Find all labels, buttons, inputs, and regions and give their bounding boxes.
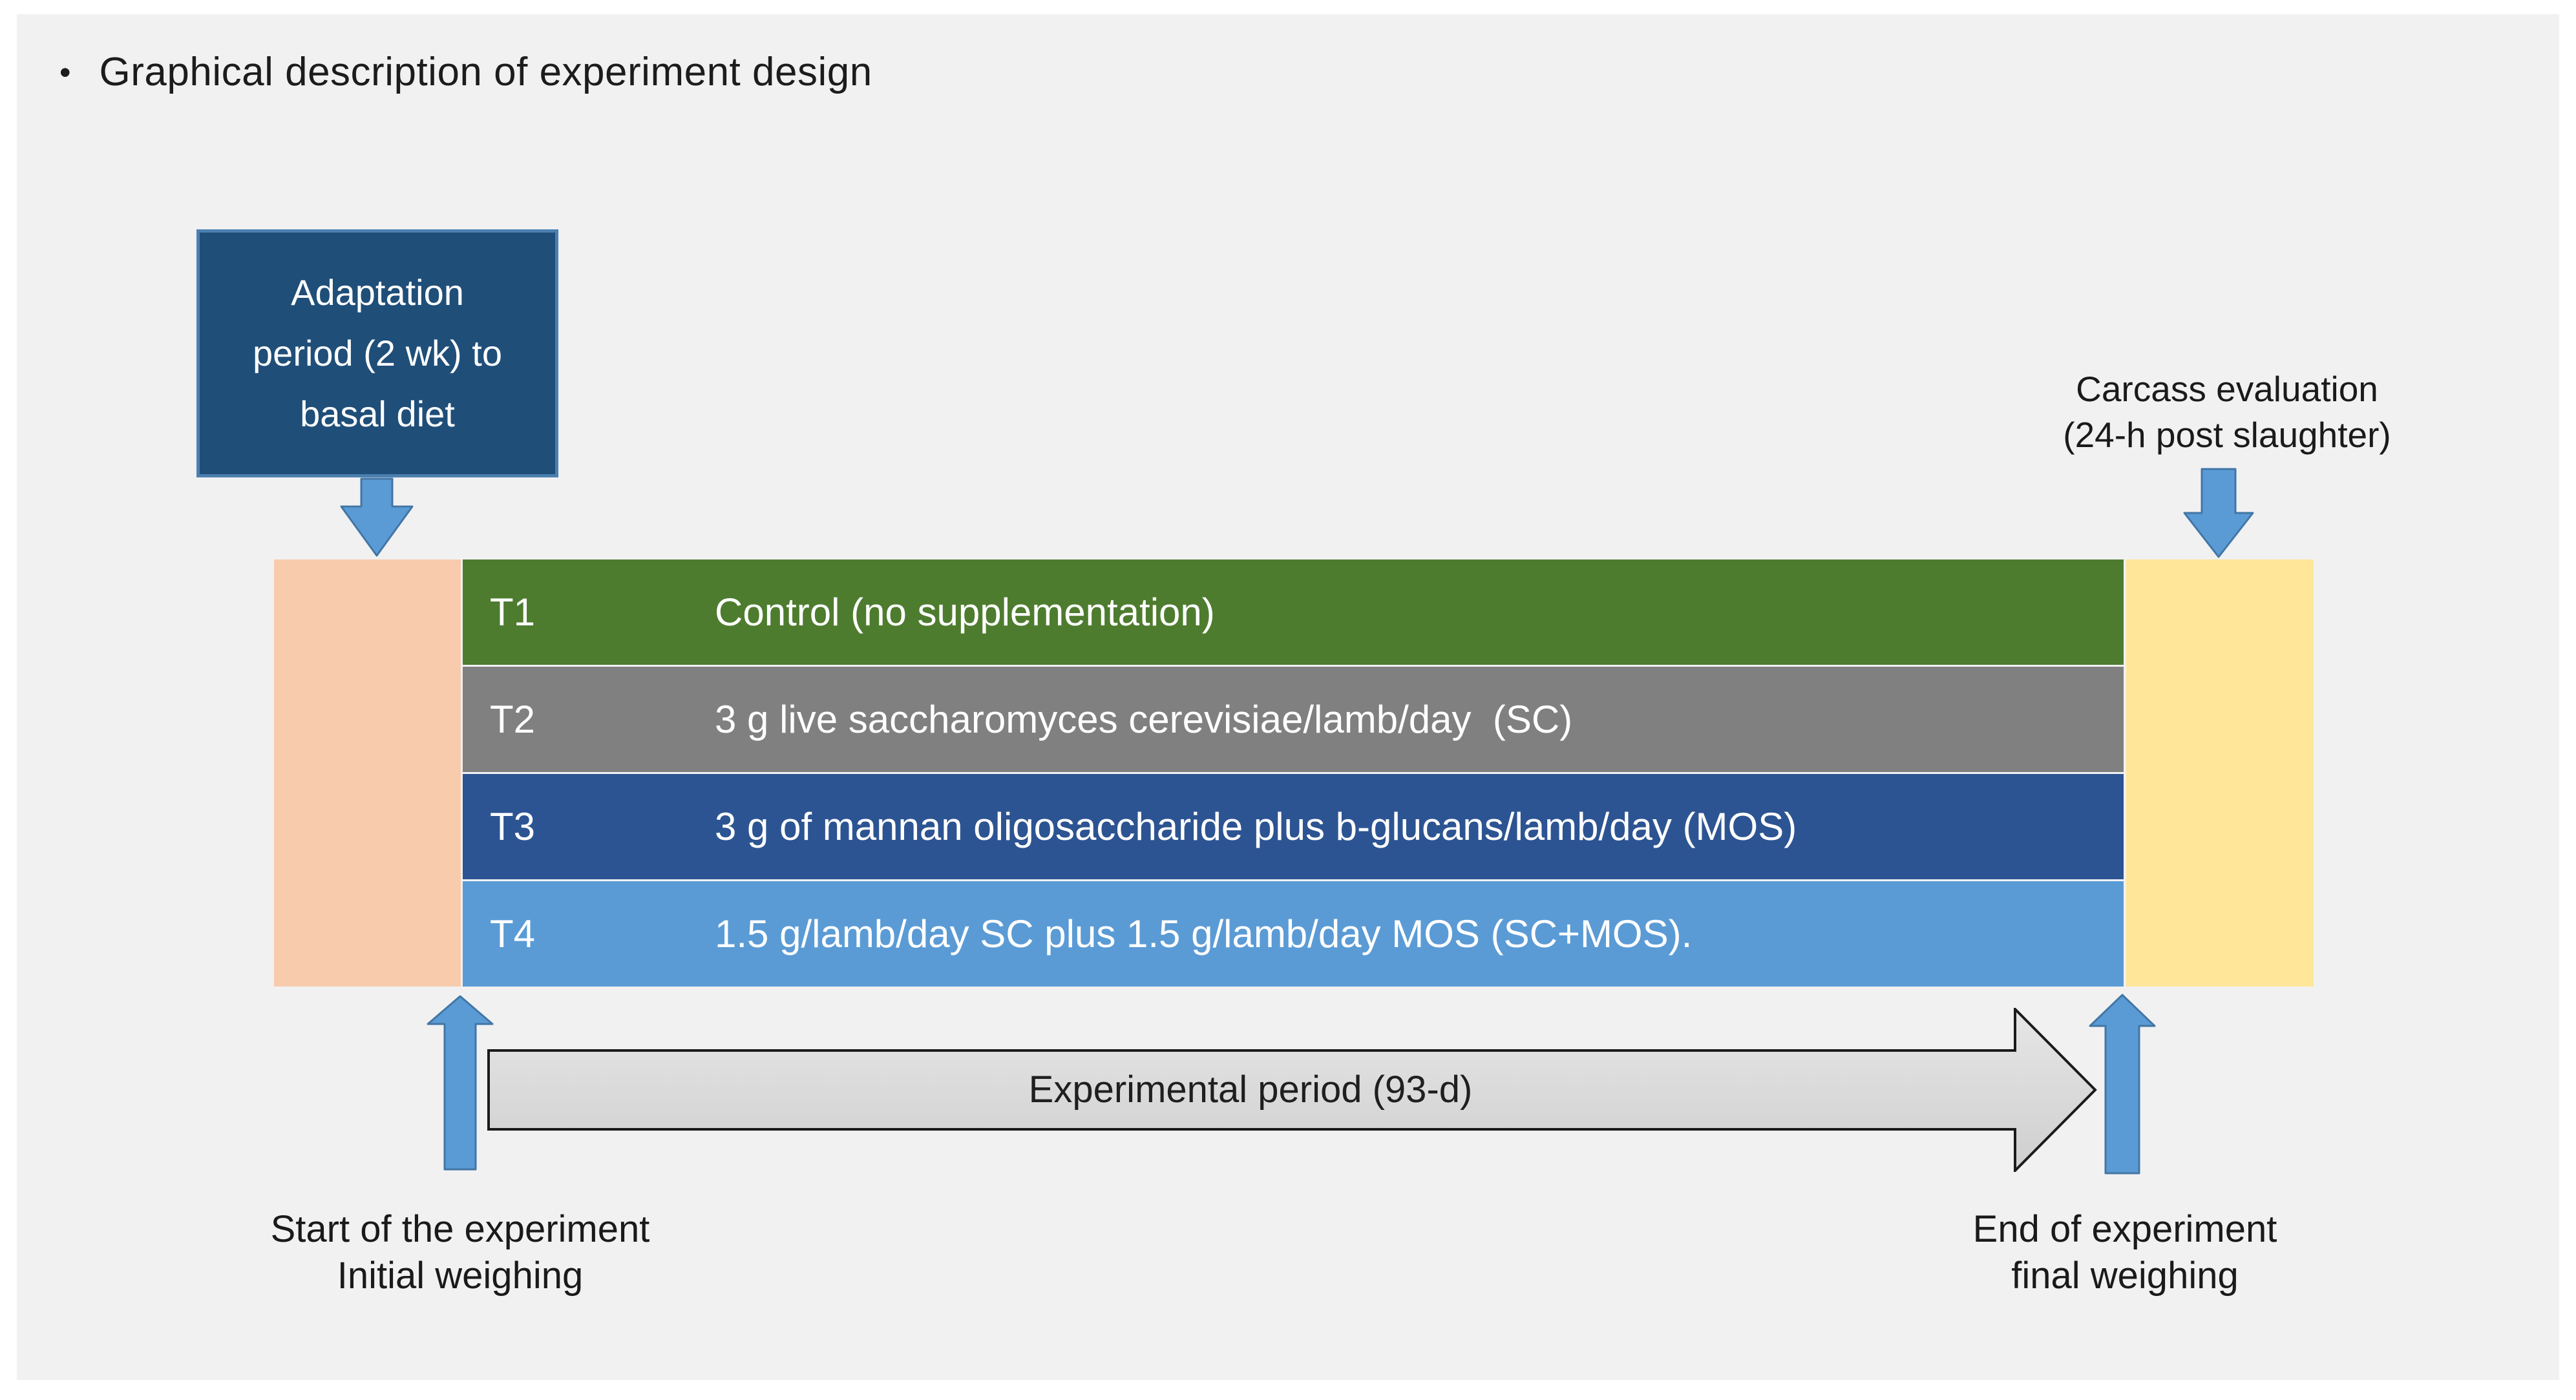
treatment-bars: T1 Control (no supplementation) T2 3 g l… — [463, 559, 2124, 987]
treatment-description: Control (no supplementation) — [715, 590, 1215, 634]
experimental-period-arrow-icon — [487, 1008, 2097, 1172]
treatment-label: T2 — [490, 698, 536, 741]
treatment-description: 3 g live saccharomyces cerevisiae/lamb/d… — [715, 698, 1573, 741]
carcass-evaluation-column — [2126, 559, 2314, 987]
treatment-row-t4: T4 1.5 g/lamb/day SC plus 1.5 g/lamb/day… — [463, 881, 2124, 987]
end-of-experiment-label: End of experiment final weighing — [1972, 1208, 2277, 1297]
start-up-arrow-icon — [427, 995, 494, 1171]
bullet-icon: • — [59, 54, 71, 90]
carcass-evaluation-label: Carcass evaluation (24-h post slaughter) — [2063, 369, 2391, 455]
adaptation-period-box: Adaptation period (2 wk) to basal diet — [196, 229, 558, 477]
treatment-label: T4 — [490, 912, 536, 956]
treatment-row-t3: T3 3 g of mannan oligosaccharide plus b-… — [463, 774, 2124, 879]
treatment-description: 3 g of mannan oligosaccharide plus b-glu… — [715, 805, 1797, 848]
start-of-experiment-label: Start of the experiment Initial weighing — [270, 1208, 650, 1297]
end-up-arrow-icon — [2089, 994, 2156, 1175]
adaptation-period-text: Adaptation period (2 wk) to basal diet — [253, 272, 502, 434]
carcass-down-arrow-icon — [2183, 468, 2254, 558]
adaptation-down-arrow-icon — [340, 477, 414, 557]
treatment-row-t1: T1 Control (no supplementation) — [463, 559, 2124, 665]
slide-title-row: • Graphical description of experiment de… — [59, 48, 872, 97]
treatment-row-t2: T2 3 g live saccharomyces cerevisiae/lam… — [463, 667, 2124, 772]
treatment-label: T3 — [490, 805, 536, 848]
adaptation-period-column — [274, 559, 461, 987]
treatment-description: 1.5 g/lamb/day SC plus 1.5 g/lamb/day MO… — [715, 912, 1693, 956]
page-title: Graphical description of experiment desi… — [99, 50, 872, 94]
treatment-label: T1 — [490, 590, 536, 634]
experimental-period-label: Experimental period (93-d) — [1028, 1069, 1473, 1111]
slide-background: • Graphical description of experiment de… — [17, 14, 2559, 1380]
